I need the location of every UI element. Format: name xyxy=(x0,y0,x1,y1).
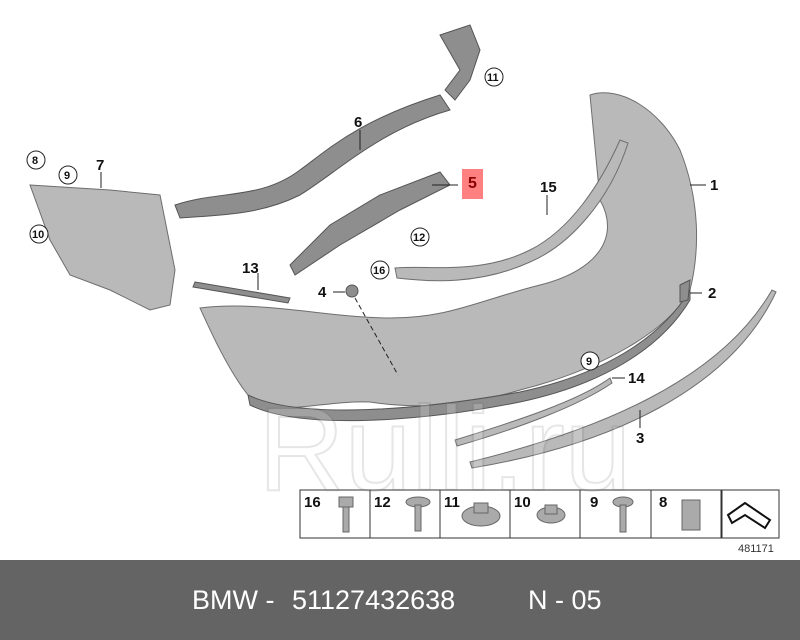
callout-9: 9 xyxy=(586,356,592,368)
brand: BMW - xyxy=(192,585,275,615)
callout-7: 7 xyxy=(96,157,104,174)
reference-number: 481171 xyxy=(738,543,774,555)
parts-diagram: 1 2 3 4 6 7 13 14 15 8 9 10 11 12 16 9 1… xyxy=(26,24,780,539)
arrow-icon xyxy=(726,501,772,530)
callout-1: 1 xyxy=(710,177,718,194)
callout-6: 6 xyxy=(354,114,362,131)
callout-4: 4 xyxy=(318,284,327,301)
torx-screw-icon xyxy=(612,496,634,533)
callout-12: 12 xyxy=(413,232,425,244)
washer-screw-icon xyxy=(405,496,431,532)
clip-nut-icon xyxy=(681,499,701,531)
callout-16: 16 xyxy=(373,265,385,277)
part-info-banner: BMW - 51127432638 N - 05 xyxy=(0,560,800,640)
part-clip-4 xyxy=(345,284,359,298)
part-absorber xyxy=(289,171,451,276)
callout-3: 3 xyxy=(636,430,644,447)
callout-2: 2 xyxy=(708,285,716,302)
hardware-legend xyxy=(299,489,780,539)
part-bumper-lower xyxy=(247,288,691,422)
legend-label-9: 9 xyxy=(590,494,598,511)
callout-13: 13 xyxy=(242,260,259,277)
hex-flange-nut-large-icon xyxy=(461,502,501,527)
part-number: 51127432638 xyxy=(292,585,456,615)
legend-label-11: 11 xyxy=(444,494,460,511)
callout-15: 15 xyxy=(540,179,557,196)
part-reflector xyxy=(679,279,691,303)
part-trim-strip xyxy=(394,139,629,282)
callout-11: 11 xyxy=(487,72,499,84)
callout-5-highlighted[interactable]: 5 xyxy=(462,169,483,199)
callout-5-label: 5 xyxy=(468,175,477,192)
part-strip-14 xyxy=(454,377,613,447)
part-lower-trim xyxy=(469,289,777,469)
callout-8: 8 xyxy=(32,155,38,167)
part-strip-13 xyxy=(192,281,291,304)
legend-label-16: 16 xyxy=(304,494,321,511)
legend-label-10: 10 xyxy=(514,494,531,511)
diagram-position: N - 05 xyxy=(528,585,602,615)
callout-9-left: 9 xyxy=(64,170,70,182)
part-bracket-11 xyxy=(439,24,481,101)
legend-label-12: 12 xyxy=(374,494,391,511)
part-carrier xyxy=(174,94,451,219)
legend-label-8: 8 xyxy=(659,494,667,511)
part-bumper-cover xyxy=(199,92,698,409)
callout-14: 14 xyxy=(628,370,645,387)
hex-flange-nut-icon xyxy=(536,504,566,524)
hex-flange-bolt-icon xyxy=(338,496,354,533)
part-side-bracket xyxy=(29,184,176,311)
callout-10: 10 xyxy=(32,229,44,241)
